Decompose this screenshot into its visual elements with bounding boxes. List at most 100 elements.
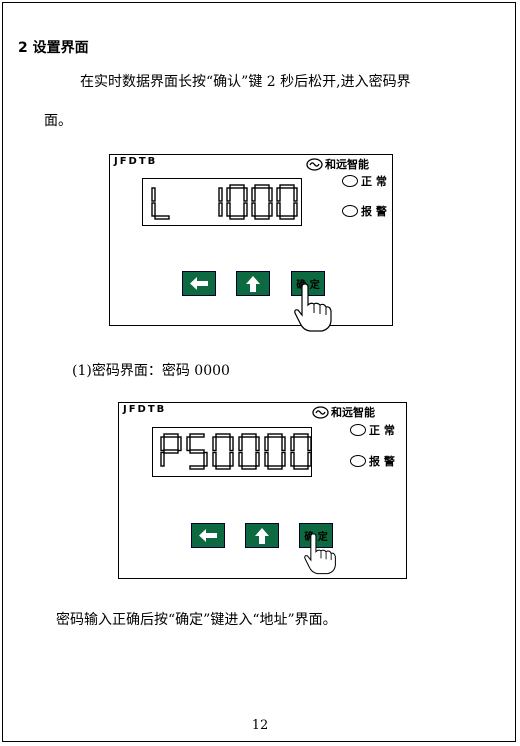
lcd-digit <box>212 433 234 470</box>
lcd-segment <box>238 436 243 452</box>
lcd-segment <box>218 187 223 202</box>
password-note: 密码输入正确后按“确定”键进入“地址”界面。 <box>56 612 337 628</box>
device-panel-password: JFDTB 和远智能 正 常 报 警 确 定 <box>118 402 407 579</box>
lcd-segment <box>251 202 256 217</box>
normal-indicator-icon <box>350 424 366 436</box>
lcd-segment <box>276 202 281 217</box>
lcd-segment <box>267 433 283 438</box>
brand-label: JFDTB <box>123 404 167 415</box>
up-arrow-button[interactable] <box>236 271 270 296</box>
left-arrow-icon <box>199 529 217 542</box>
lcd-segment <box>229 184 245 189</box>
alarm-indicator-icon <box>350 455 366 467</box>
lcd-digit <box>218 187 223 217</box>
lcd-segment <box>189 465 205 470</box>
lcd-digit <box>226 184 248 220</box>
logo-icon <box>306 157 323 171</box>
device-panel-real-time: JFDTB 和远智能 正 常 报 警 确 定 <box>109 154 393 332</box>
status-alarm: 报 警 <box>342 203 387 219</box>
status-normal-label: 正 常 <box>369 424 395 437</box>
left-arrow-button[interactable] <box>182 271 216 296</box>
logo: 和远智能 <box>306 156 369 172</box>
lcd-digit <box>276 184 298 220</box>
lcd-segment <box>229 436 234 452</box>
status-alarm: 报 警 <box>350 453 395 469</box>
lcd-segment <box>177 436 182 452</box>
lcd-segment <box>189 449 205 454</box>
lcd-segment <box>241 465 257 470</box>
up-arrow-button[interactable] <box>245 523 279 548</box>
pointing-hand-icon <box>294 283 332 332</box>
lcd-segment <box>307 451 311 467</box>
lcd-segment <box>307 436 311 452</box>
page-number: 12 <box>251 718 269 733</box>
lcd-digit <box>251 184 273 220</box>
lcd-segment <box>255 436 260 452</box>
lcd-segment <box>212 451 217 467</box>
alarm-indicator-icon <box>342 205 358 217</box>
logo-icon <box>312 405 329 419</box>
logo-text: 和远智能 <box>331 406 375 419</box>
lcd-segment <box>163 449 179 454</box>
lcd-segment <box>241 433 257 438</box>
status-normal: 正 常 <box>350 422 395 438</box>
lcd-segment <box>293 465 309 470</box>
status-alarm-label: 报 警 <box>361 205 387 218</box>
password-screen-caption: (1)密码界面：密码 0000 <box>72 363 230 379</box>
lcd-segment <box>267 465 283 470</box>
lcd-digit <box>160 433 182 467</box>
lcd-segment <box>254 215 270 220</box>
lcd-display <box>152 427 312 477</box>
left-arrow-icon <box>190 277 208 290</box>
lcd-segment <box>293 433 309 438</box>
lcd-digits <box>151 184 298 220</box>
lcd-digit <box>151 187 170 220</box>
lcd-segment <box>290 451 295 467</box>
section-title: 2 设置界面 <box>18 40 89 56</box>
left-arrow-button[interactable] <box>191 523 225 548</box>
lcd-segment <box>279 184 295 189</box>
lcd-segment <box>203 451 208 467</box>
lcd-segment <box>212 436 217 452</box>
lcd-segment <box>254 184 270 189</box>
lcd-segment <box>151 187 156 202</box>
lcd-segment <box>268 202 273 217</box>
lcd-segment <box>215 465 231 470</box>
logo-text: 和远智能 <box>325 158 369 171</box>
lcd-segment <box>293 187 298 202</box>
lcd-segment <box>226 202 231 217</box>
lcd-segment <box>264 436 269 452</box>
lcd-segment <box>251 187 256 202</box>
lcd-segment <box>281 436 286 452</box>
lcd-segment <box>264 451 269 467</box>
lcd-segment <box>186 436 191 452</box>
status-normal: 正 常 <box>342 173 387 189</box>
lcd-segment <box>276 187 281 202</box>
lcd-display <box>142 178 302 226</box>
up-arrow-icon <box>255 528 269 544</box>
lcd-segment <box>189 433 205 438</box>
lcd-segment <box>215 433 231 438</box>
lcd-segment <box>154 215 170 220</box>
intro-line-2: 面。 <box>44 113 72 129</box>
lcd-segment <box>229 451 234 467</box>
lcd-segment <box>238 451 243 467</box>
lcd-segment <box>160 451 165 467</box>
lcd-digit <box>290 433 311 470</box>
lcd-segment <box>160 436 165 452</box>
lcd-segment <box>163 433 179 438</box>
normal-indicator-icon <box>342 175 358 187</box>
lcd-digit <box>186 433 208 470</box>
lcd-segment <box>293 202 298 217</box>
status-normal-label: 正 常 <box>361 175 387 188</box>
lcd-digit <box>238 433 260 470</box>
up-arrow-icon <box>246 276 260 292</box>
brand-label: JFDTB <box>114 156 158 167</box>
lcd-segment <box>281 451 286 467</box>
lcd-segment <box>151 202 156 217</box>
intro-line-1: 在实时数据界面长按“确认”键 2 秒后松开,进入密码界 <box>80 74 411 90</box>
lcd-segment <box>226 187 231 202</box>
lcd-segment <box>290 436 295 452</box>
lcd-segment <box>279 215 295 220</box>
lcd-segment <box>268 187 273 202</box>
